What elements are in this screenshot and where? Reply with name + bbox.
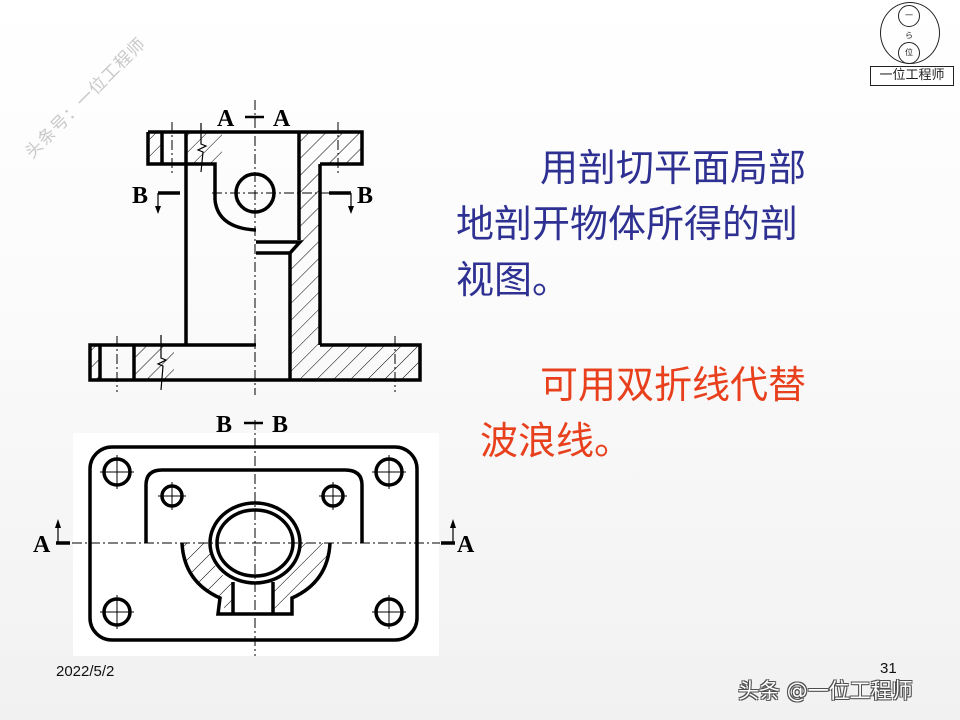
section-b-right-label: B <box>357 183 373 209</box>
logo-mid-glyph: ら <box>905 31 913 40</box>
section-a-left-label: A <box>33 532 51 558</box>
logo-bottom-circle: 位 <box>898 42 920 64</box>
note-text: 可用双折线代替 波浪线。 <box>480 357 900 469</box>
title-a-a-left: A <box>217 106 235 132</box>
definition-line-3: 视图。 <box>456 258 571 302</box>
slide-number: 31 <box>880 660 897 677</box>
note-line-1: 可用双折线代替 <box>540 363 807 407</box>
title-a-a-right: A <box>273 106 291 132</box>
slide-date: 2022/5/2 <box>56 663 115 680</box>
logo: 一 ら 位 一位工程师 <box>868 2 956 88</box>
title-b-b-right: B <box>272 412 288 438</box>
definition-line-2: 地剖开物体所得的剖 <box>456 202 799 246</box>
logo-label: 一位工程师 <box>870 66 954 86</box>
credit-watermark: 头条 @一位工程师 <box>738 679 913 703</box>
definition-line-1: 用剖切平面局部 <box>540 146 807 190</box>
title-b-b-left: B <box>216 412 232 438</box>
section-a-right-label: A <box>457 532 475 558</box>
section-b-left-label: B <box>132 183 148 209</box>
definition-text: 用剖切平面局部 地剖开物体所得的剖 视图。 <box>456 140 896 308</box>
logo-top-circle: 一 <box>898 5 920 27</box>
note-line-2: 波浪线。 <box>480 419 633 463</box>
